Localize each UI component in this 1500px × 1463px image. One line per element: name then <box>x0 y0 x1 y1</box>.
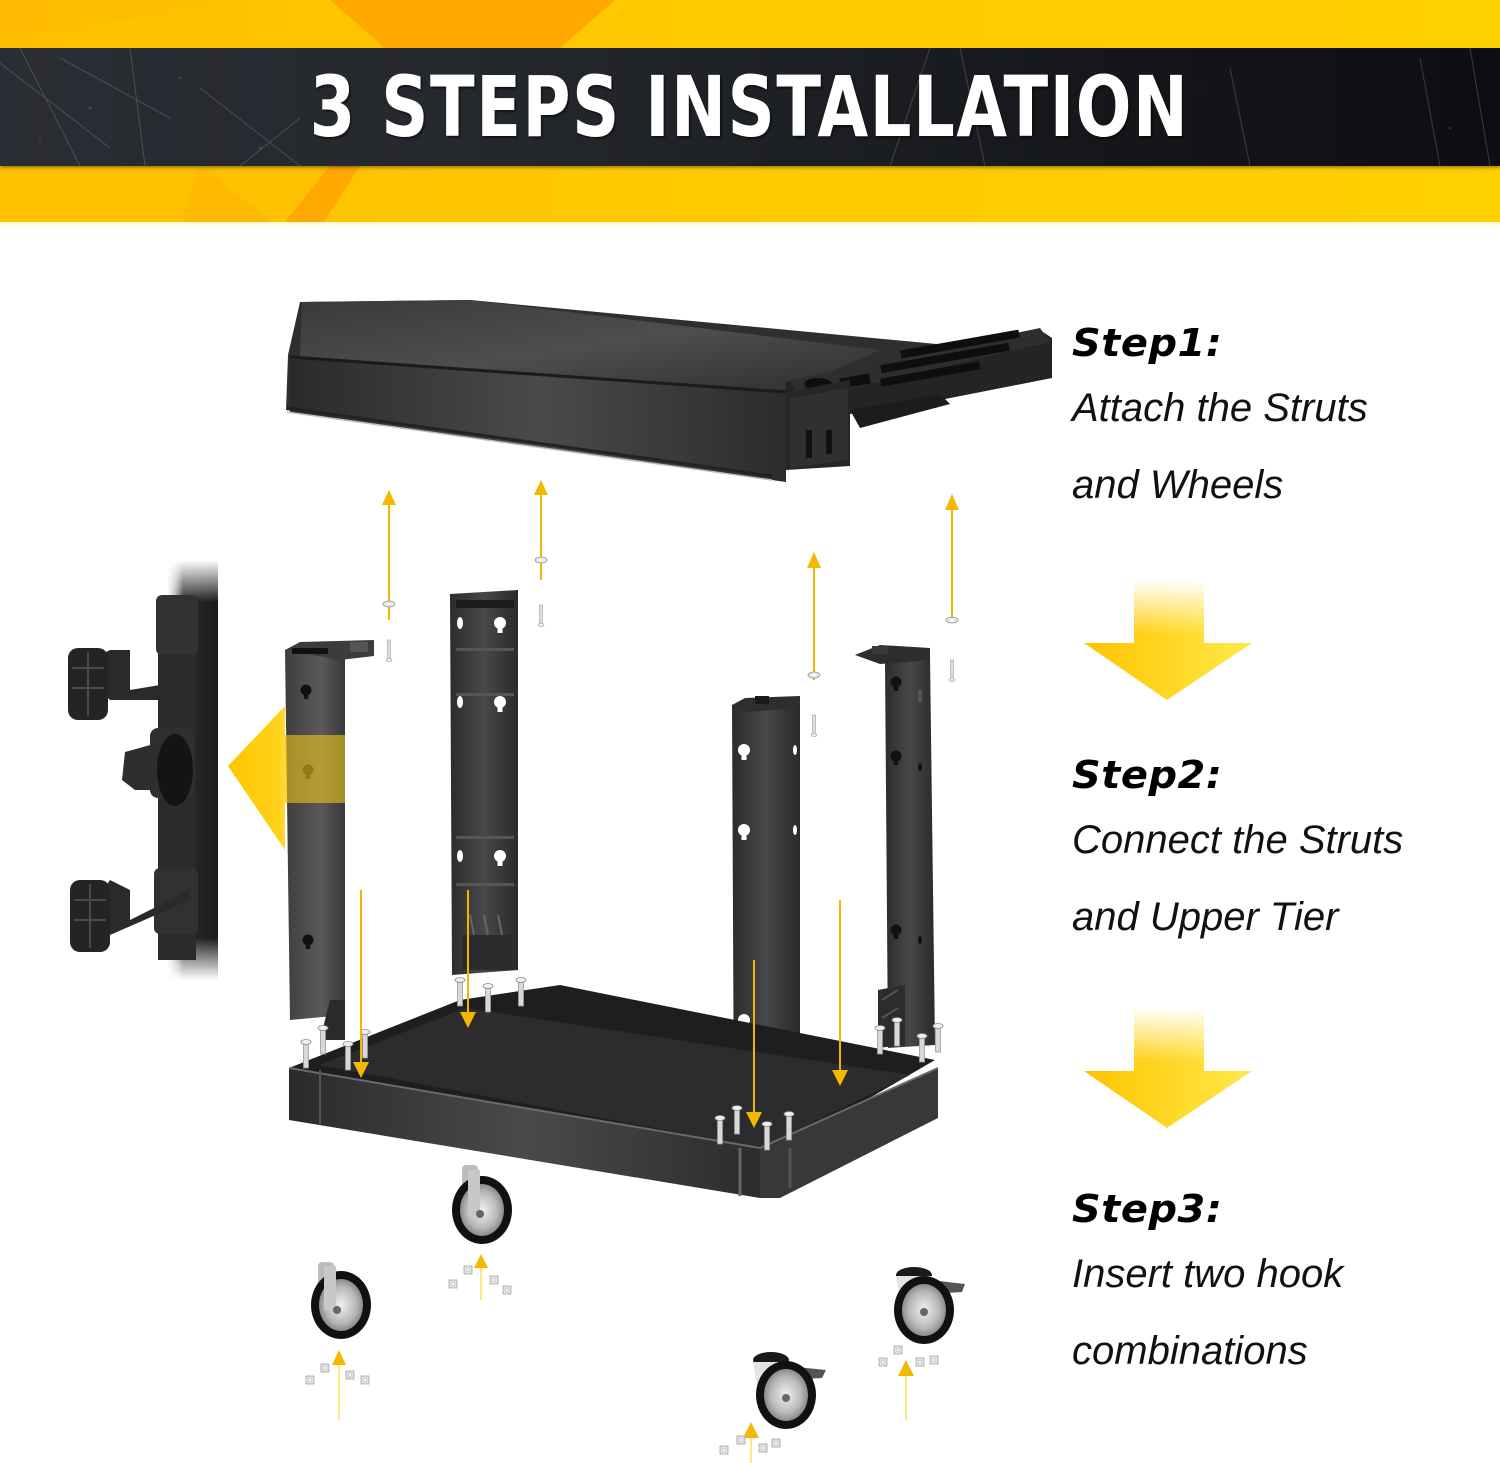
strut-back-right <box>855 645 935 1048</box>
header-banner: 3 STEPS INSTALLATION <box>0 0 1500 228</box>
caster-wheel-locking-1 <box>878 1267 965 1420</box>
step-2-title: Step2: <box>1072 753 1223 797</box>
caster-wheel-locking-2 <box>719 1352 826 1463</box>
strut-front-left <box>285 640 374 1040</box>
banner-dark-bar <box>0 48 1500 166</box>
exploded-diagram <box>68 300 1052 1463</box>
scratch-texture <box>0 48 1491 166</box>
upper-tier-tray <box>286 300 1052 482</box>
step-2-line-2: and Upper Tier <box>1072 895 1339 939</box>
step-2: Step2: Connect the Struts and Upper Tier <box>1072 750 1492 956</box>
caster-wheel-fixed-1 <box>448 1165 512 1300</box>
step-3-title: Step3: <box>1072 1187 1223 1231</box>
strut-front-right <box>732 696 800 1130</box>
step-arrow-down-icon-1 <box>1084 580 1252 700</box>
step-1-line-2: and Wheels <box>1072 463 1284 507</box>
cart-exploded-view <box>0 230 1060 1463</box>
page-title: 3 STEPS INSTALLATION <box>309 58 1190 156</box>
strut-back-left <box>450 590 518 975</box>
lower-tier-tray <box>288 890 944 1198</box>
banner-fade <box>0 222 1500 228</box>
step-3-line-2: combinations <box>1072 1329 1308 1373</box>
step-arrow-down-icon-2 <box>1084 1008 1252 1128</box>
step-3-line-1: Insert two hook <box>1072 1252 1344 1296</box>
step-1-title: Step1: <box>1072 321 1223 365</box>
step-2-line-1: Connect the Struts <box>1072 818 1404 862</box>
caster-wheel-fixed-2 <box>305 1262 371 1420</box>
step-1-line-1: Attach the Struts <box>1072 386 1368 430</box>
step-3: Step3: Insert two hook combinations <box>1072 1184 1492 1390</box>
guide-arrows-upper <box>382 480 959 737</box>
step-1: Step1: Attach the Struts and Wheels <box>1072 318 1492 524</box>
